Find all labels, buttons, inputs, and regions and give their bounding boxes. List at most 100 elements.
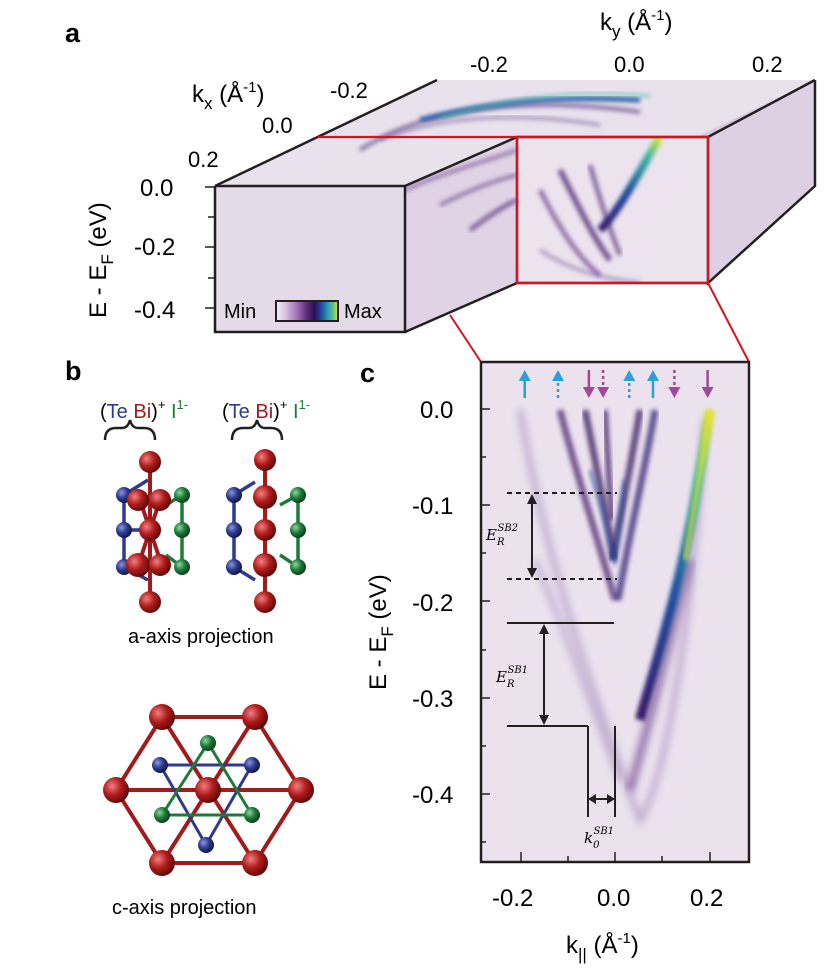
k-ticks-c	[520, 852, 711, 862]
iodine-atom	[290, 522, 306, 538]
energy-tick-label: -0.4	[412, 782, 453, 809]
ky-tick-labels: -0.2 0.0 0.2	[470, 52, 783, 77]
iodine-atom	[200, 735, 216, 751]
bi-atom	[149, 489, 171, 511]
bi-atom	[103, 777, 129, 803]
a-axis-caption: a-axis projection	[128, 626, 274, 648]
iodine-atom	[290, 559, 306, 575]
bi-atom	[139, 451, 161, 473]
panel-c-label: c	[360, 358, 375, 388]
iodine-atom	[290, 487, 306, 503]
k0-sb1-label: k0SB1	[584, 826, 614, 851]
iodine-atom	[174, 559, 190, 575]
energy-tick-label: -0.3	[412, 686, 453, 713]
iodine-atom	[154, 807, 170, 823]
energy-tick-label: 0.0	[420, 397, 453, 424]
c-axis-caption: c-axis projection	[112, 897, 257, 919]
panel-b-label: b	[65, 356, 82, 386]
bi-atom	[149, 704, 175, 730]
layer-braces	[103, 419, 284, 441]
bi-atom	[139, 591, 161, 613]
iodine-atom	[174, 487, 190, 503]
te-atom	[116, 522, 132, 538]
bi-atom	[127, 489, 149, 511]
bi-atom	[126, 553, 150, 577]
kx-axis-label: kx (Å-1)	[192, 79, 265, 113]
formula-right: (Te Bi)+ I1-	[222, 397, 310, 423]
kx-tick-label: 0.0	[262, 113, 293, 138]
panel-a-label: a	[65, 18, 81, 48]
formula-left: (Te Bi)+ I1-	[100, 397, 188, 423]
colorbar-bar	[275, 300, 339, 322]
energy-axis-label-a: E - EF (eV)	[85, 202, 117, 318]
iodine-atom	[174, 522, 190, 538]
panel-c: c E - EF (eV) 0.0 -0.1 -0.2	[360, 358, 751, 964]
k-tick-labels-c: -0.2 0.0 0.2	[492, 885, 723, 912]
energy-tick-labels-c: 0.0 -0.1 -0.2 -0.3 -0.4	[412, 397, 453, 809]
kx-tick-label: 0.2	[188, 147, 219, 172]
spin-arrow-down	[701, 370, 714, 398]
bi-atom	[139, 519, 161, 541]
energy-axis-label-c: E - EF (eV)	[365, 574, 397, 690]
bi-atom	[253, 553, 277, 577]
spin-arrow-down	[582, 370, 595, 398]
spin-arrow-down	[668, 370, 681, 398]
k-axis-label-c: k|| (Å-1)	[566, 930, 639, 964]
energy-tick-label: -0.4	[134, 297, 175, 324]
spin-arrow-up	[518, 370, 531, 398]
k-tick-label: 0.2	[690, 885, 723, 912]
c-axis-structure	[103, 704, 314, 876]
panel-b: b (Te Bi)+ I1- (Te Bi)+ I1-	[65, 356, 314, 919]
ky-tick-label: -0.2	[470, 52, 508, 77]
block-right-face-inner	[708, 80, 815, 283]
spin-arrows	[518, 370, 714, 398]
left-cut-bands	[404, 148, 518, 233]
k0-markers: k0SB1	[584, 726, 616, 851]
block-top-face	[215, 80, 815, 186]
sb1-markers: ERSB1	[495, 622, 614, 727]
panel-a: a ky (Å-1) -0.2 0.0 0.2 kx (Å-1) -0.2 0.…	[65, 7, 817, 363]
te-atom	[198, 837, 214, 853]
ky-tick-label: 0.2	[752, 52, 783, 77]
top-face-bands	[358, 92, 651, 152]
a-axis-structure-right	[226, 449, 306, 613]
spin-arrow-up	[623, 370, 636, 398]
er-sb1-label: ERSB1	[495, 665, 528, 690]
te-atom	[226, 559, 242, 575]
ky-axis-label: ky (Å-1)	[600, 7, 673, 41]
er-sb2-label: ERSB2	[485, 523, 518, 548]
bi-atom	[253, 485, 277, 509]
kx-tick-labels: -0.2 0.0 0.2	[188, 78, 368, 172]
spin-arrow-down	[597, 370, 610, 398]
energy-tick-label: -0.2	[412, 590, 453, 617]
arpes-bands	[517, 409, 715, 827]
bi-atom	[288, 777, 314, 803]
ky-tick-label: 0.0	[614, 52, 645, 77]
te-atom	[226, 487, 242, 503]
energy-ticks-a	[205, 186, 215, 309]
energy-tick-label: -0.1	[412, 493, 453, 520]
bi-atom	[254, 591, 276, 613]
te-atom	[244, 757, 260, 773]
bi-atom	[242, 850, 268, 876]
te-atom	[226, 522, 242, 538]
spin-arrow-up	[552, 370, 564, 398]
zoom-connector-lines	[449, 282, 750, 363]
a-axis-structure-left	[116, 451, 190, 613]
kx-tick-label: -0.2	[330, 78, 368, 103]
energy-tick-label: -0.2	[134, 234, 175, 261]
cutaway-bands	[537, 137, 664, 283]
bi-atom	[254, 519, 276, 541]
iodine-atom	[244, 807, 260, 823]
bi-atom	[254, 449, 276, 471]
bi-atom	[242, 704, 268, 730]
energy-tick-labels-a: 0.0 -0.2 -0.4	[134, 175, 175, 324]
sb2-markers: ERSB2	[485, 492, 617, 580]
spin-arrow-up	[647, 370, 659, 398]
colorbar-max-label: Max	[344, 301, 382, 323]
k-tick-label: 0.0	[597, 885, 630, 912]
energy-ticks-c	[481, 408, 490, 843]
colorbar: Min Max	[224, 300, 382, 323]
bi-atom	[195, 777, 221, 803]
